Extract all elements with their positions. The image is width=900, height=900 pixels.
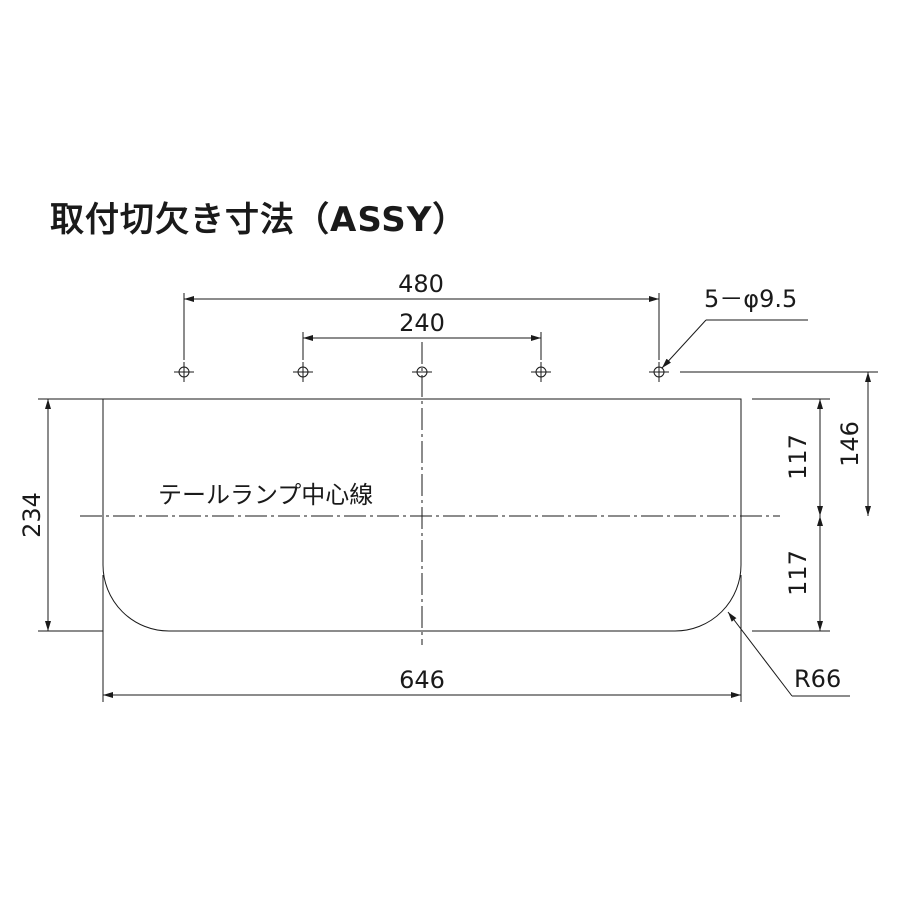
hole-2 — [293, 362, 313, 382]
dim-646-label: 646 — [399, 666, 445, 694]
dim-240-label: 240 — [399, 309, 445, 337]
dim-117-lower-label: 117 — [784, 550, 812, 596]
dimension-146: 146 — [680, 371, 878, 516]
radius-callout: R66 — [727, 611, 850, 697]
dim-117-upper-label: 117 — [784, 434, 812, 480]
dimension-117-pair: 117 117 — [752, 398, 830, 632]
dimension-646: 646 — [102, 575, 742, 702]
dimension-240: 240 — [302, 309, 542, 360]
hole-3 — [412, 366, 432, 378]
centerline-label: テールランプ中心線 — [158, 481, 373, 509]
hole-1 — [174, 362, 194, 382]
drawing-title: 取付切欠き寸法（ASSY） — [50, 200, 468, 240]
cutout-panel — [102, 398, 742, 632]
dim-234-label: 234 — [18, 492, 46, 538]
hole-5 — [649, 362, 669, 382]
dim-146-label: 146 — [836, 421, 864, 467]
hole-callout-label: 5－φ9.5 — [704, 285, 797, 313]
dimension-234: 234 — [18, 398, 103, 632]
dim-480-label: 480 — [398, 270, 444, 298]
radius-label: R66 — [794, 665, 841, 693]
hole-4 — [531, 362, 551, 382]
mounting-holes — [174, 362, 669, 382]
dimension-480: 480 — [183, 270, 660, 360]
hole-callout: 5－φ9.5 — [661, 285, 808, 369]
